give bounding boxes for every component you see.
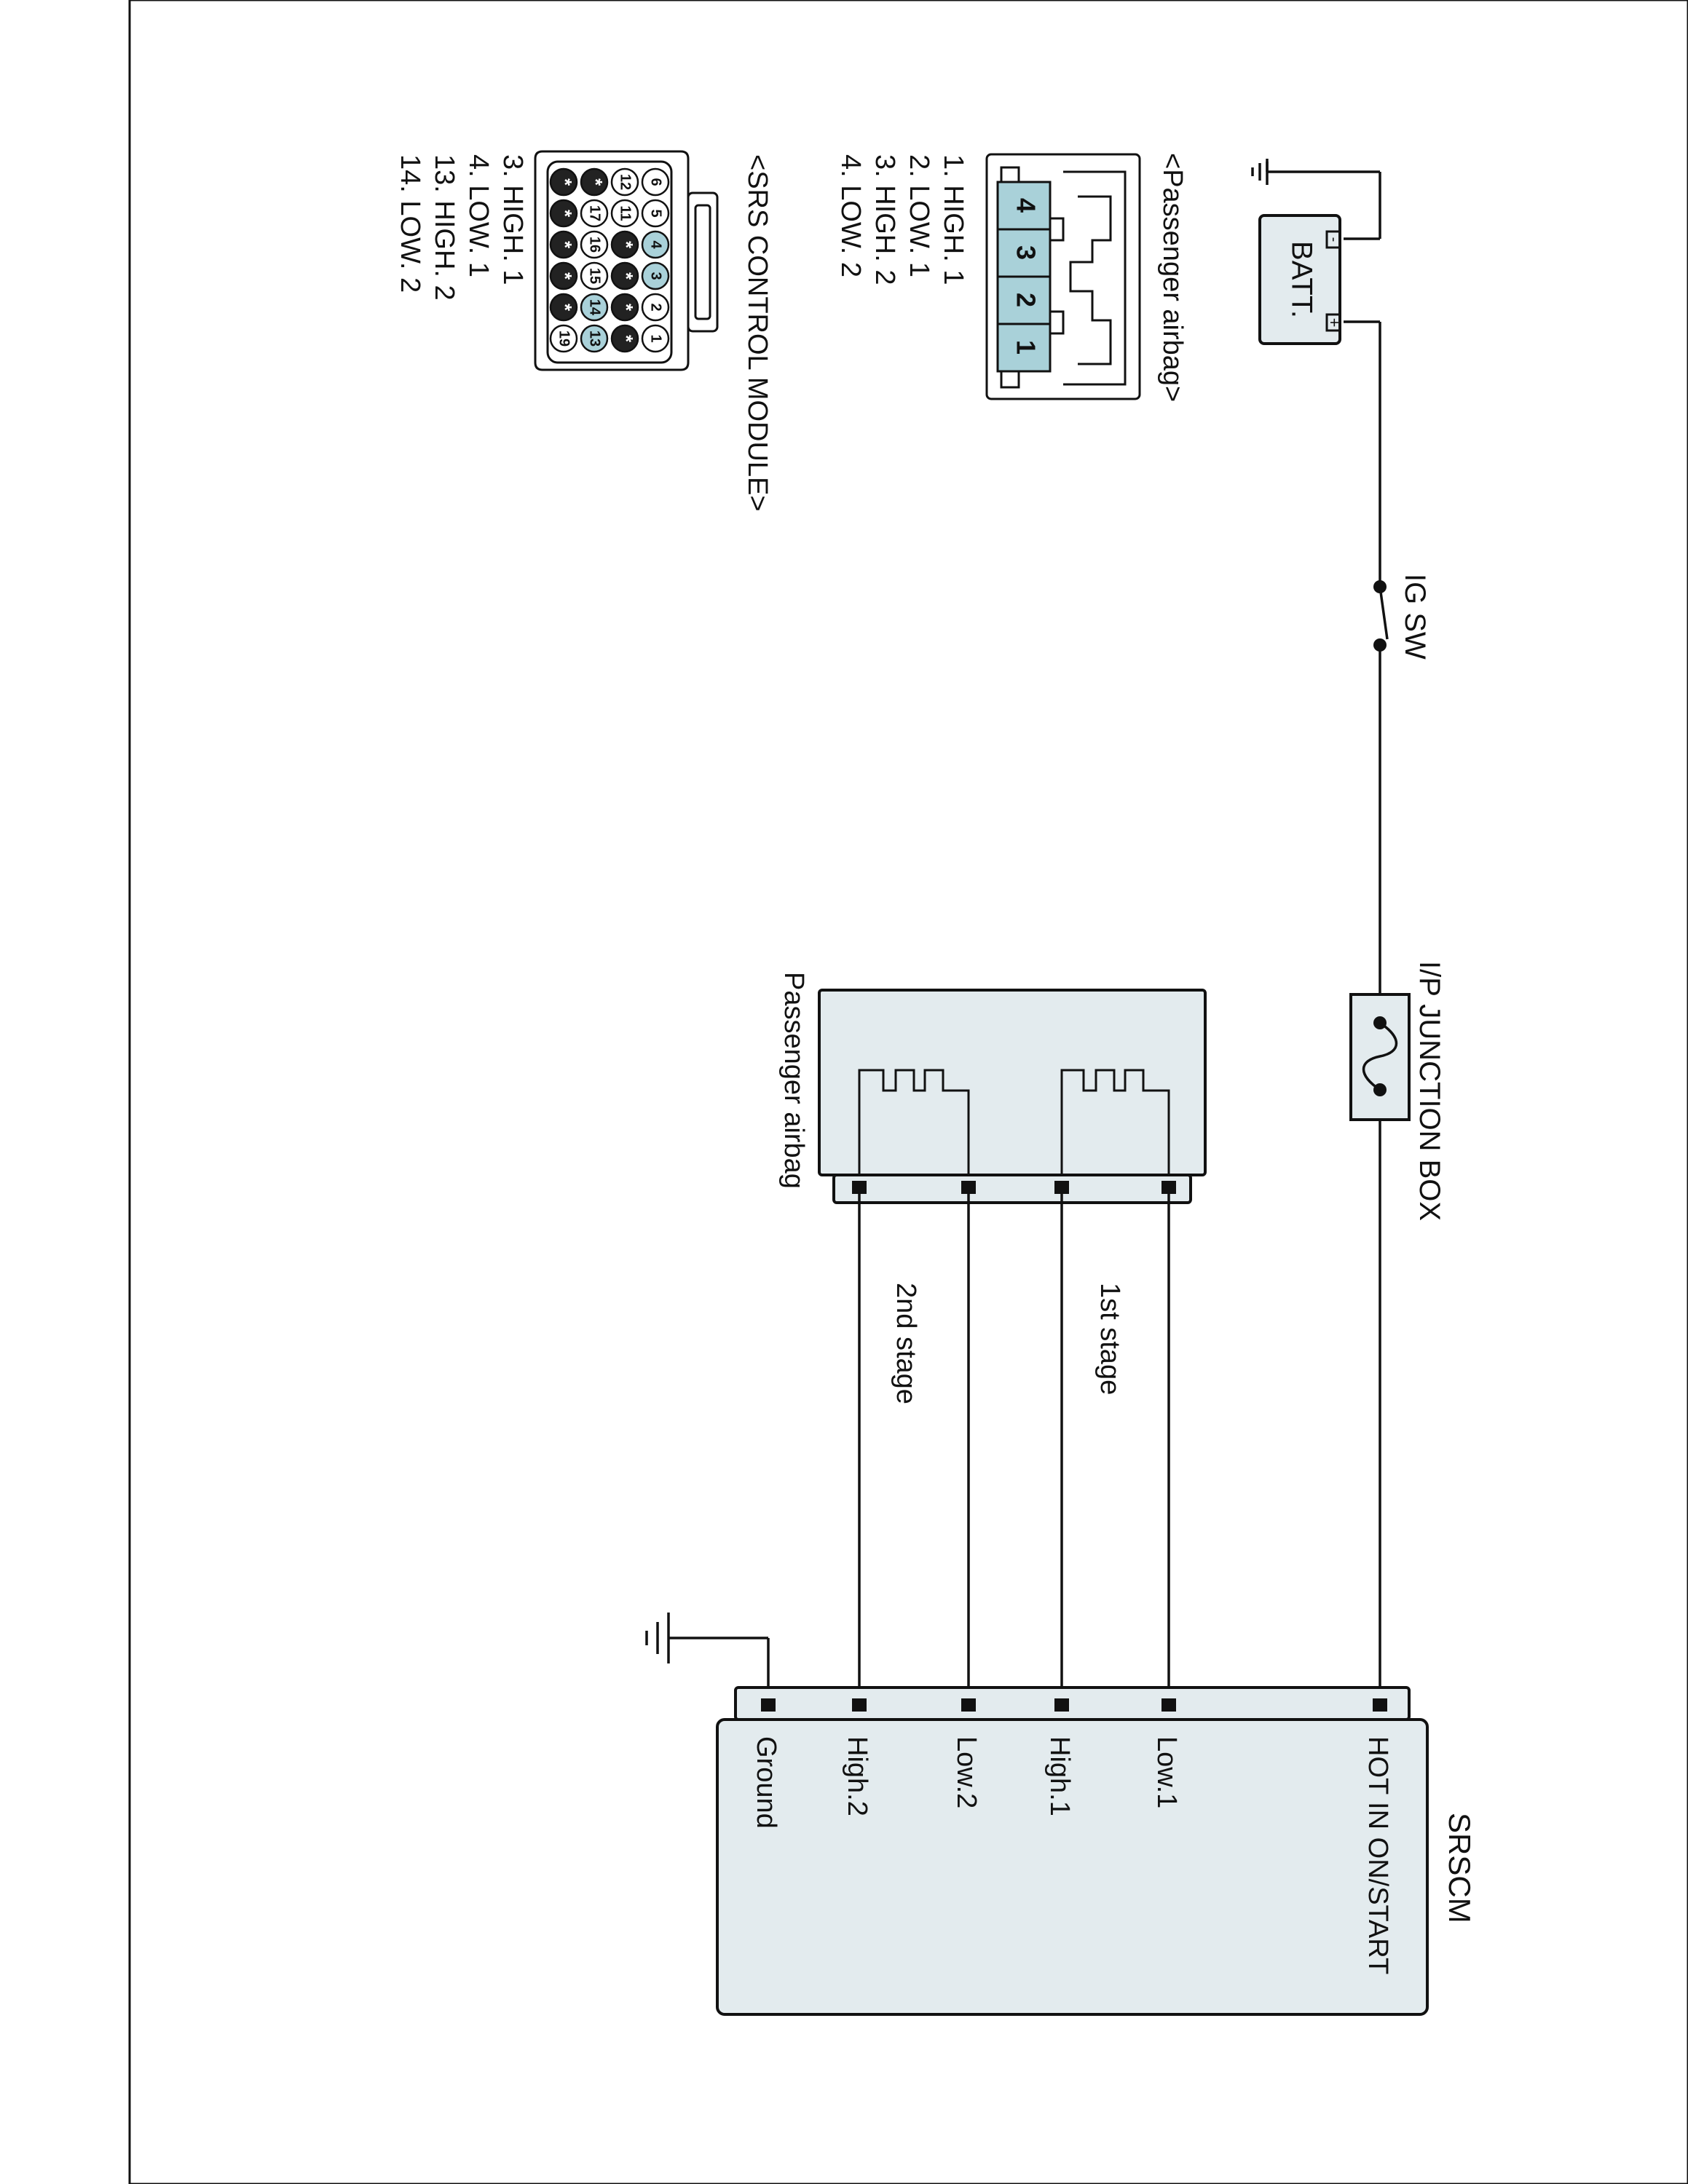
stage1-label: 1st stage — [1095, 1283, 1125, 1395]
srs-legend-2: 4. LOW. 1 — [463, 154, 494, 277]
srs-pin-circle — [549, 324, 578, 353]
srs-pin-circle — [641, 324, 670, 353]
srs-pin-label: 1 — [648, 334, 664, 342]
srs-pin-circle — [641, 293, 670, 322]
passenger-connector-detail: <Passenger airbag> 4 3 2 1 1. HIGH. 1 2.… — [835, 153, 1188, 402]
srs-pin-label: * — [554, 272, 576, 280]
srs-pin-circle — [580, 261, 609, 290]
srs-pin-circle — [641, 199, 670, 228]
srscm-connector — [734, 1686, 1411, 1721]
srs-pin-label: 17 — [587, 205, 603, 221]
ignition-switch: IG SW — [1373, 574, 1431, 660]
srs-pin-label: 15 — [587, 268, 603, 284]
srs-pin-label: * — [585, 178, 607, 186]
srs-legend-1: 3. HIGH. 1 — [497, 154, 528, 285]
srs-legend-4: 14. LOW. 2 — [395, 154, 425, 293]
battery-pos-symbol: + — [1325, 318, 1344, 328]
srs-pin-circle — [549, 167, 578, 197]
battery: - + BATT. — [1251, 159, 1381, 574]
passenger-pin-1: 1 — [1011, 340, 1041, 355]
srs-pin-label: 14 — [587, 299, 603, 316]
stage1-squib-icon — [1060, 1069, 1170, 1175]
srs-pin-circle — [580, 324, 609, 353]
srs-pin-label: 6 — [648, 178, 664, 186]
battery-label: BATT. — [1285, 241, 1317, 318]
srs-pin-circle — [580, 230, 609, 259]
airbag-module-body — [818, 989, 1207, 1176]
srs-pin-circle — [549, 293, 578, 322]
srs-pin-label: * — [554, 178, 576, 186]
srscm-pin-high1: High.1 — [1044, 1736, 1075, 1816]
srs-connector-pins: 6 5 4 3 2 1 12 11 * * * * * 17 16 15 14 13 * * * * * 19 — [549, 167, 670, 353]
ground-icon — [1251, 159, 1380, 185]
passenger-legend-1: 1. HIGH. 1 — [938, 154, 969, 285]
srs-pin-label: 16 — [587, 237, 603, 253]
passenger-pin-2: 2 — [1011, 293, 1041, 307]
srscm-title: SRSCM — [1443, 1813, 1477, 1923]
airbag-module-connector — [832, 1174, 1192, 1204]
srs-pin-label: 11 — [618, 205, 634, 221]
stage2-label: 2nd stage — [891, 1283, 921, 1404]
srs-pin-circle — [610, 293, 639, 322]
srs-pin-circle — [610, 199, 639, 228]
passenger-airbag-module: Passenger airbag — [778, 972, 1207, 1204]
battery-body — [1258, 214, 1341, 345]
srs-pin-label: 4 — [648, 240, 664, 249]
srs-pin-label: 3 — [648, 272, 664, 280]
srs-pin-label: 13 — [587, 331, 603, 347]
srscm-pin-ground: Ground — [751, 1736, 781, 1829]
srscm-pin-low2: Low.2 — [951, 1736, 982, 1808]
srs-legend-3: 13. HIGH. 2 — [429, 154, 460, 301]
srs-pin-circle — [641, 261, 670, 290]
battery-neg-symbol: - — [1326, 237, 1342, 242]
srs-pin-label: * — [554, 241, 576, 249]
srs-pin-circle — [610, 167, 639, 197]
fuse-icon — [1362, 1021, 1398, 1091]
srs-pin-label: * — [554, 210, 576, 218]
srs-pin-label: 5 — [648, 209, 664, 217]
srs-pin-label: * — [615, 272, 637, 280]
srs-pin-circle — [549, 230, 578, 259]
passenger-legend-4: 4. LOW. 2 — [835, 154, 866, 277]
junction-box: I/P JUNCTION BOX — [1349, 961, 1446, 1221]
srs-pin-label: * — [615, 304, 637, 312]
srs-pin-circle — [549, 261, 578, 290]
ground-icon — [645, 1613, 670, 1663]
srs-pin-label: 19 — [556, 331, 572, 347]
srs-pin-circle — [641, 230, 670, 259]
srs-connector-title: <SRS CONTROL MODULE> — [742, 154, 773, 512]
srs-pin-circle — [549, 199, 578, 228]
srs-pin-label: * — [615, 335, 637, 343]
srs-pin-circle — [610, 261, 639, 290]
passenger-legend-2: 2. LOW. 1 — [904, 154, 934, 277]
srs-pin-circle — [610, 324, 639, 353]
srscm-ground — [645, 1613, 770, 1706]
srs-pin-label: 12 — [618, 174, 634, 190]
srscm-pin-hot: HOT IN ON/START — [1362, 1736, 1393, 1974]
page-frame — [128, 0, 1688, 2184]
srs-pin-label: * — [615, 241, 637, 249]
srs-pin-circle — [580, 293, 609, 322]
srscm-pin-low1: Low.1 — [1151, 1736, 1182, 1808]
airbag-module-label: Passenger airbag — [778, 972, 809, 1189]
passenger-pin-3: 3 — [1011, 245, 1041, 260]
srscm-pin-high2: High.2 — [842, 1736, 872, 1816]
srs-connector-detail: <SRS CONTROL MODULE> 6 5 4 3 2 1 12 11 * * * * * 17 16… — [395, 150, 773, 512]
srs-pin-circle — [641, 167, 670, 197]
switch-blade — [1379, 586, 1389, 640]
junction-box-label: I/P JUNCTION BOX — [1413, 961, 1446, 1221]
srscm-module: SRSCM HOT IN ON/START Low.1 High.1 Low.2… — [716, 1686, 1477, 2016]
srs-pin-circle — [580, 199, 609, 228]
passenger-connector-title: <Passenger airbag> — [1157, 153, 1188, 402]
srs-pin-circle — [610, 230, 639, 259]
srs-pin-label: * — [554, 304, 576, 312]
passenger-legend-3: 3. HIGH. 2 — [869, 154, 900, 285]
srs-pin-label: 2 — [648, 303, 664, 311]
ig-switch-label: IG SW — [1399, 574, 1431, 660]
passenger-pin-4: 4 — [1011, 198, 1041, 213]
stage2-squib-icon — [858, 1069, 970, 1175]
srs-pin-circle — [580, 167, 609, 197]
srscm-body — [716, 1718, 1429, 2016]
